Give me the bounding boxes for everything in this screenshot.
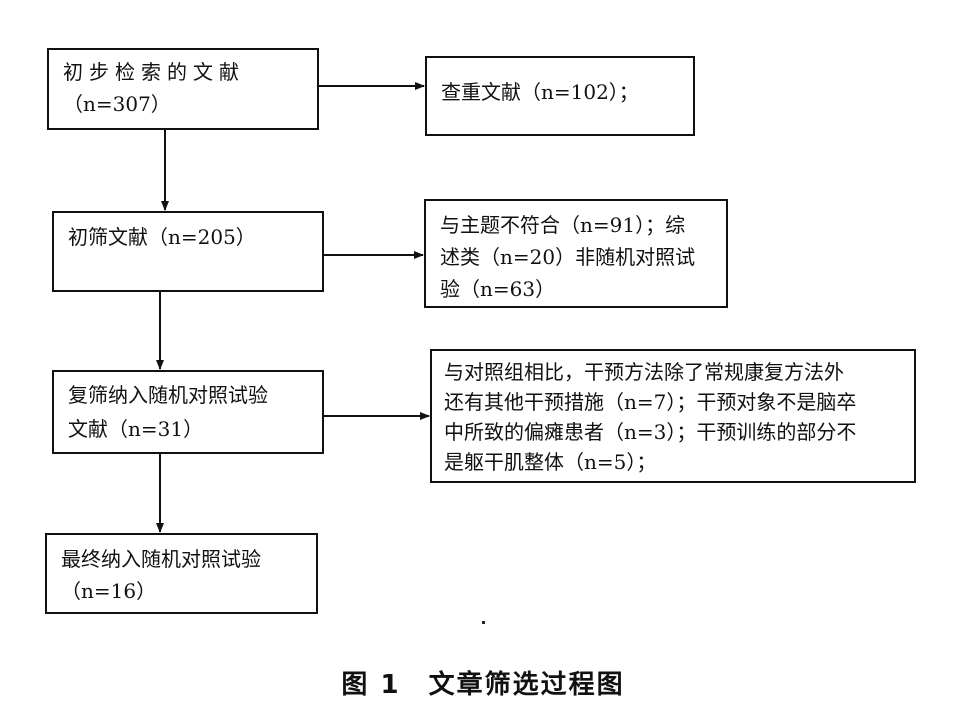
rescreen-box: 复筛纳入随机对照试验 文献（n=31） (52, 370, 324, 454)
final-included-line1: 最终纳入随机对照试验 (61, 547, 261, 571)
excluded-rescreen-line4: 是躯干肌整体（n=5）； (444, 450, 657, 474)
rescreen-line1: 复筛纳入随机对照试验 (68, 383, 268, 407)
excluded-rescreen-line2: 还有其他干预措施（n=7）；干预对象不是脑卒 (444, 390, 857, 414)
initial-search-line2: （n=307） (63, 92, 171, 116)
excluded-initial-line3: 验（n=63） (440, 277, 556, 301)
initial-screen-box: 初筛文献（n=205） (52, 211, 324, 292)
excluded-rescreen-line3: 中所致的偏瘫患者（n=3）；干预训练的部分不 (444, 420, 857, 444)
figure-caption: 图 1 文章筛选过程图 (341, 670, 625, 700)
duplicates-box: 查重文献（n=102）； (425, 56, 695, 136)
stray-dot (482, 621, 485, 624)
final-included-box: 最终纳入随机对照试验 （n=16） (45, 533, 318, 614)
duplicates-line1: 查重文献（n=102）； (441, 80, 639, 104)
excluded-initial-line1: 与主题不符合（n=91）；综 (440, 213, 686, 237)
initial-search-box: 初步检索的文献 （n=307） (47, 48, 319, 130)
excluded-rescreen-box: 与对照组相比，干预方法除了常规康复方法外 还有其他干预措施（n=7）；干预对象不… (430, 349, 916, 483)
rescreen-line2: 文献（n=31） (68, 417, 204, 441)
excluded-rescreen-line1: 与对照组相比，干预方法除了常规康复方法外 (444, 360, 844, 384)
initial-search-line1: 初步检索的文献 (63, 60, 245, 84)
initial-screen-line1: 初筛文献（n=205） (68, 225, 256, 249)
final-included-line2: （n=16） (61, 579, 157, 603)
excluded-initial-box: 与主题不符合（n=91）；综 述类（n=20）非随机对照试 验（n=63） (424, 199, 728, 308)
excluded-initial-line2: 述类（n=20）非随机对照试 (440, 245, 696, 269)
